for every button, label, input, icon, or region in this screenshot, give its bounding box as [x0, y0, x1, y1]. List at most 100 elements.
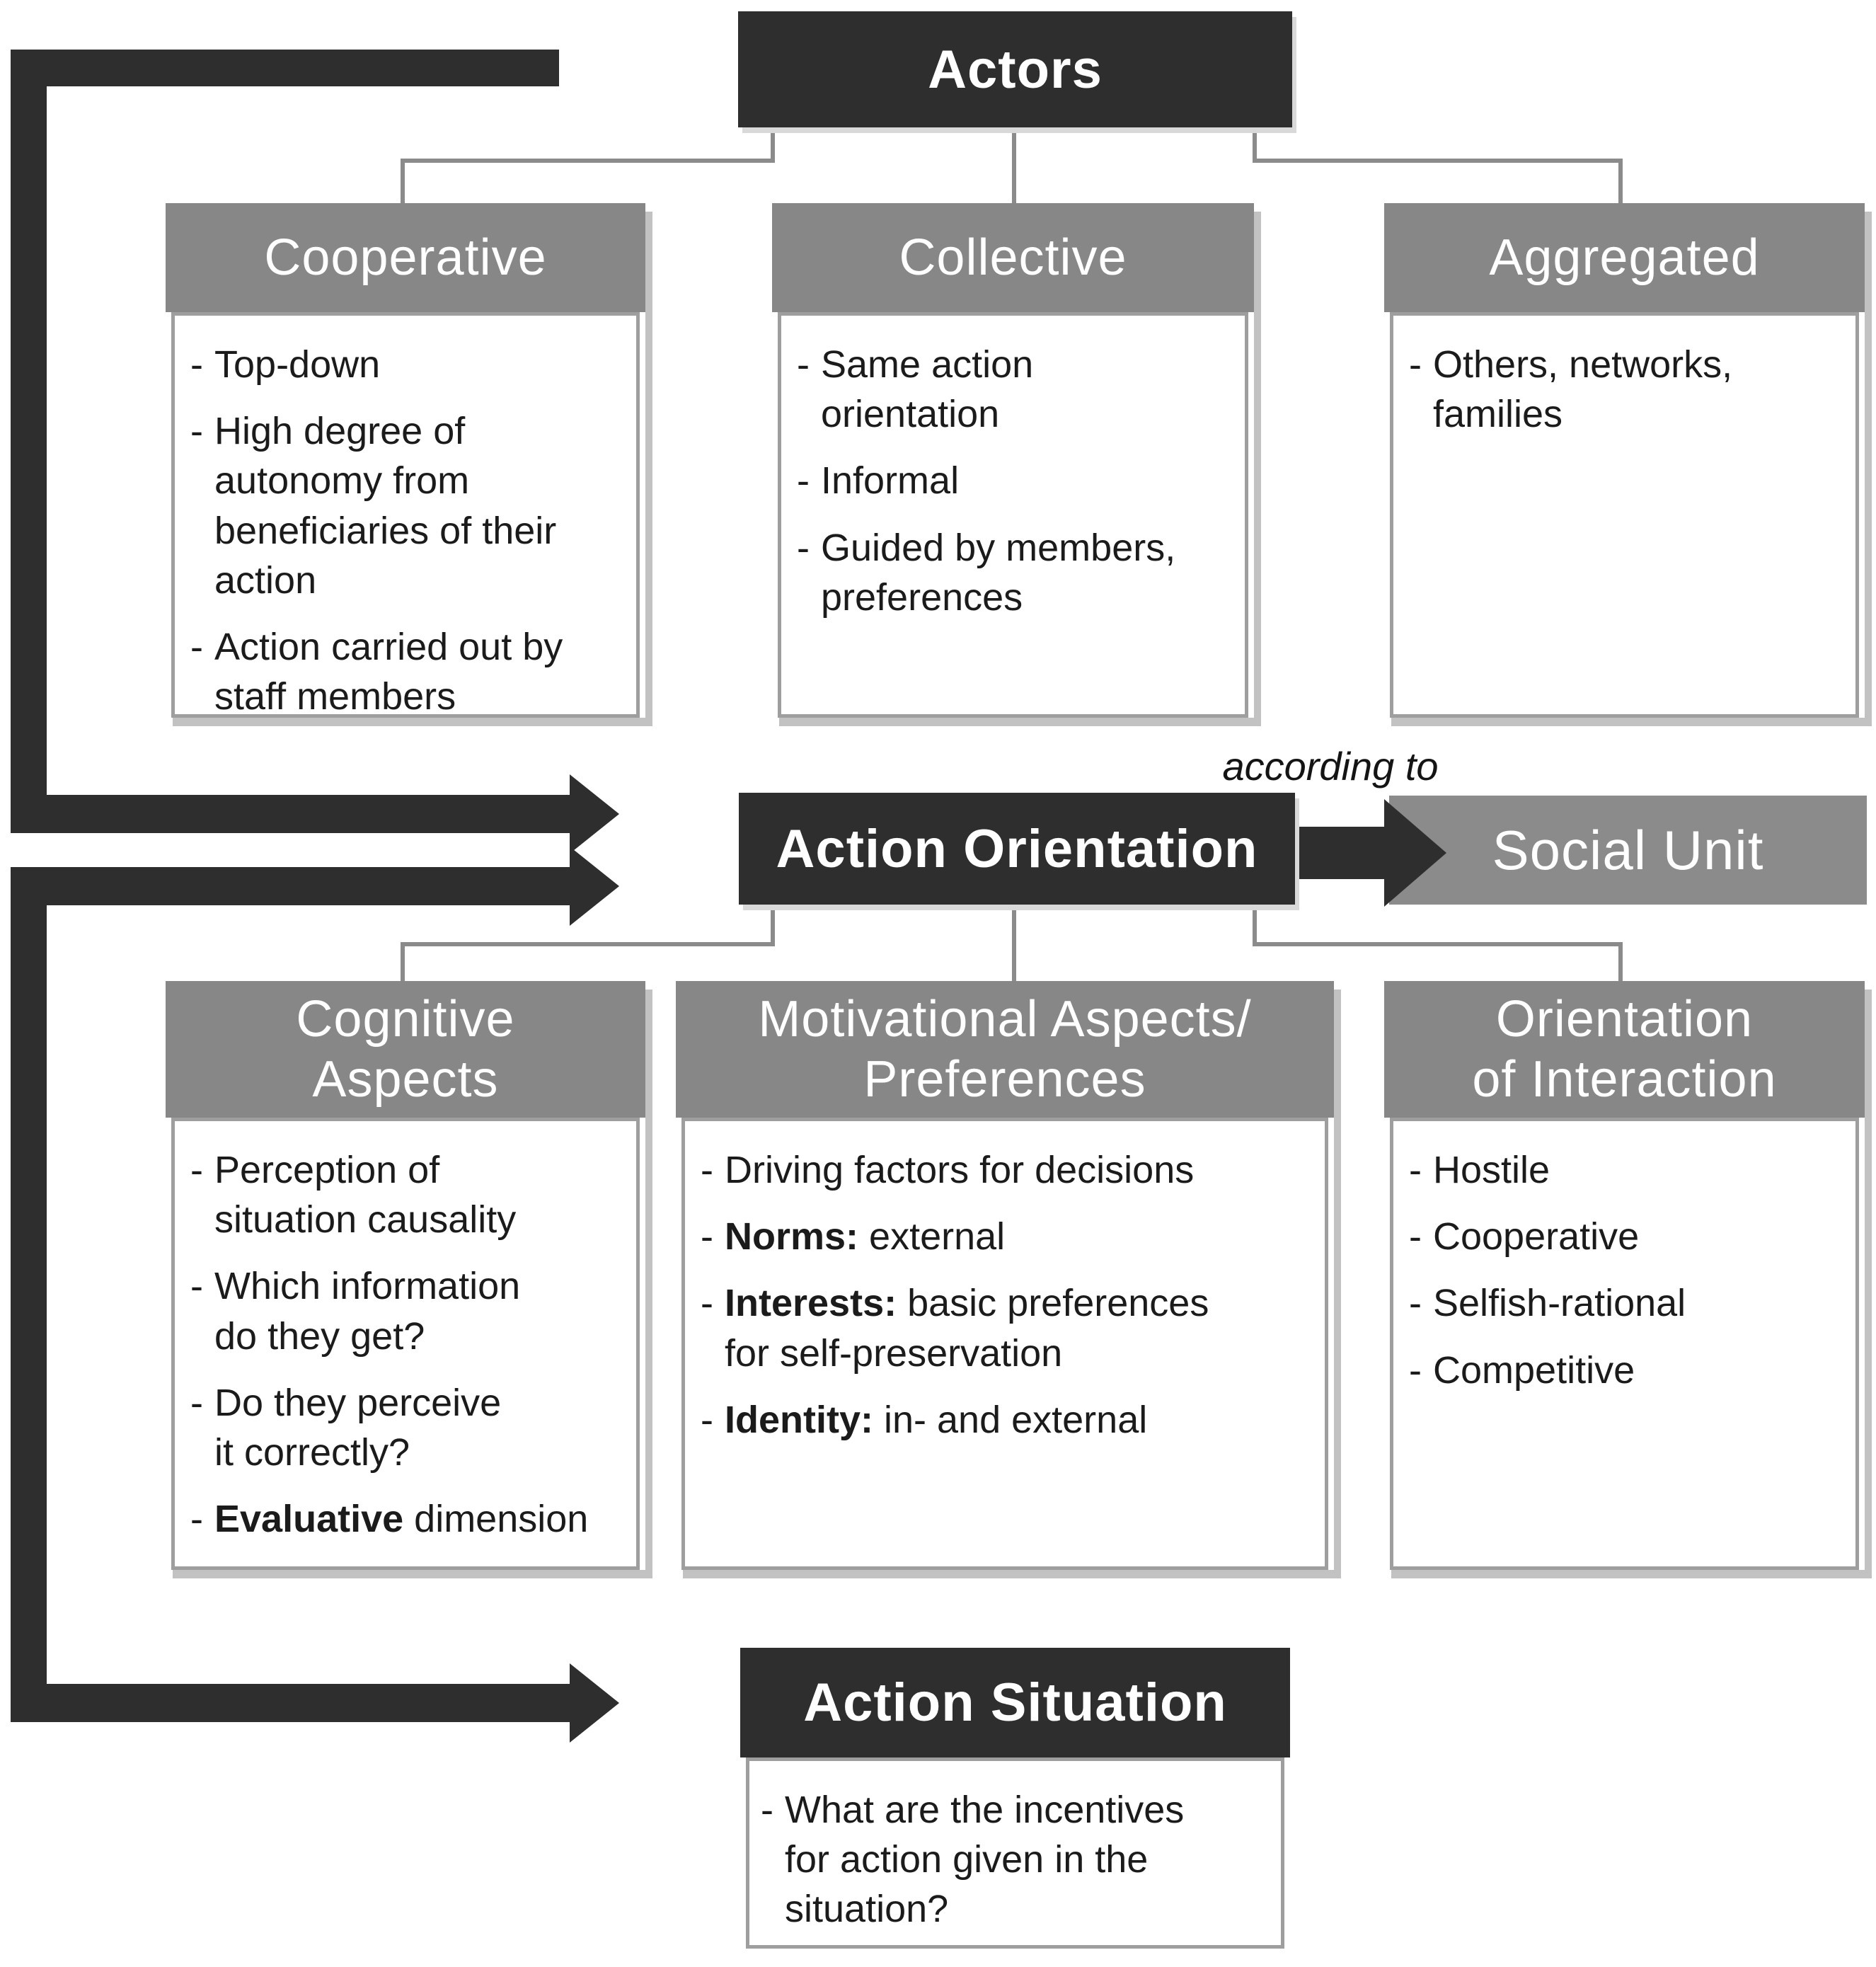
bullet-marker: -	[797, 343, 810, 386]
node-action-orientation: Action Orientation	[739, 793, 1295, 905]
node-cooperative: Cooperative -Top-down-High degree of aut…	[166, 203, 645, 718]
bullet-marker: -	[797, 526, 810, 569]
connector-orientation-stub-right	[1253, 905, 1257, 944]
node-cognitive-aspects: Cognitive Aspects -Perception of situati…	[166, 981, 645, 1570]
node-collective-body: -Same action orientation-Informal-Guided…	[778, 312, 1248, 718]
node-cooperative-title: Cooperative	[166, 203, 645, 312]
bullet-item: -Informal	[797, 456, 1231, 505]
arrow-actors-top-bar	[11, 50, 559, 86]
bullet-text: Interests: basic preferences for self-pr…	[725, 1282, 1209, 1375]
bullet-marker: -	[701, 1215, 713, 1258]
bullet-item: -Norms: external	[701, 1212, 1311, 1261]
node-cognitive-aspects-title: Cognitive Aspects	[166, 981, 645, 1118]
bullet-marker: -	[1409, 1348, 1422, 1392]
node-motivational-aspects-title: Motivational Aspects/ Preferences	[676, 981, 1334, 1118]
bullet-marker: -	[190, 625, 203, 668]
arrow-orientation-arrowhead-icon	[570, 847, 619, 926]
bullet-item: -Identity: in- and external	[701, 1395, 1311, 1445]
bullet-text: Perception of situation causality	[214, 1149, 517, 1241]
node-action-situation-title: Action Situation	[740, 1648, 1290, 1757]
bullet-text: Selfish-rational	[1433, 1282, 1686, 1325]
bullet-item: -Evaluative dimension	[190, 1494, 622, 1544]
bullet-marker: -	[190, 1381, 203, 1424]
node-orientation-of-interaction-title: Orientation of Interaction	[1384, 981, 1865, 1118]
bullet-text: Cooperative	[1433, 1215, 1640, 1258]
arrow-situation-shaft	[11, 1684, 570, 1722]
connector-orientation-drop-right	[1618, 942, 1623, 981]
bullet-item: -Selfish-rational	[1409, 1278, 1841, 1328]
node-orientation-of-interaction: Orientation of Interaction -Hostile-Coop…	[1384, 981, 1865, 1570]
arrow-orientation-to-social-unit-shaft	[1295, 827, 1386, 879]
bullet-text: Top-down	[214, 343, 381, 386]
bullet-text: Evaluative dimension	[214, 1498, 589, 1541]
node-actors: Actors	[738, 11, 1292, 127]
bullet-marker: -	[1409, 1282, 1422, 1325]
bullet-marker: -	[190, 1149, 203, 1191]
connector-actors-center	[1012, 127, 1016, 203]
node-collective-title: Collective	[772, 203, 1254, 312]
bullet-marker: -	[701, 1398, 713, 1441]
bullet-text: Action carried out by staff members	[214, 625, 563, 718]
bullet-text: Identity: in- and external	[725, 1398, 1148, 1441]
bullet-text: Same action orientation	[821, 343, 1034, 436]
bullet-text: Norms: external	[725, 1215, 1006, 1258]
node-actors-title: Actors	[928, 39, 1103, 100]
bullet-item: -Competitive	[1409, 1346, 1841, 1395]
bullet-marker: -	[701, 1149, 713, 1191]
arrow-actors-arrowhead-icon	[570, 774, 619, 854]
node-motivational-aspects-body: -Driving factors for decisions-Norms: ex…	[681, 1118, 1328, 1570]
bullet-text: Driving factors for decisions	[725, 1149, 1195, 1191]
arrow-actors-shaft	[11, 795, 570, 833]
connector-actors-stub-left	[771, 127, 775, 163]
arrow-orientation-shaft	[11, 867, 570, 905]
bullet-marker: -	[190, 1498, 203, 1541]
node-motivational-aspects: Motivational Aspects/ Preferences -Drivi…	[676, 981, 1334, 1570]
connector-orientation-center	[1012, 905, 1016, 981]
bullet-item: -What are the incentives for action give…	[761, 1785, 1268, 1934]
bullet-marker: -	[701, 1282, 713, 1325]
bullet-marker: -	[797, 459, 810, 503]
connector-actors-drop-right	[1618, 159, 1623, 203]
bullet-text: Which information do they get?	[214, 1265, 521, 1358]
bullet-item: -High degree of autonomy from beneficiar…	[190, 406, 622, 605]
bullet-text: Guided by members, preferences	[821, 526, 1176, 619]
bullet-marker: -	[761, 1789, 773, 1831]
connector-actors-horizontal-right	[1253, 159, 1623, 163]
node-cognitive-aspects-body: -Perception of situation causality-Which…	[171, 1118, 640, 1570]
bullet-marker: -	[1409, 1149, 1422, 1191]
node-action-situation: Action Situation -What are the incentive…	[740, 1648, 1290, 1949]
connector-orientation-drop-left	[401, 942, 405, 981]
connector-orientation-horizontal-left	[401, 942, 775, 946]
node-collective: Collective -Same action orientation-Info…	[772, 203, 1254, 718]
bullet-item: -Others, networks, families	[1409, 340, 1841, 439]
node-orientation-of-interaction-body: -Hostile-Cooperative-Selfish-rational-Co…	[1390, 1118, 1859, 1570]
bullet-item: -Cooperative	[1409, 1212, 1841, 1261]
bullet-text: Hostile	[1433, 1149, 1550, 1191]
bullet-item: -Hostile	[1409, 1145, 1841, 1195]
bullet-item: -Interests: basic preferences for self-p…	[701, 1278, 1311, 1377]
node-cooperative-body: -Top-down-High degree of autonomy from b…	[171, 312, 640, 718]
bullet-item: -Which information do they get?	[190, 1261, 622, 1360]
node-social-unit: Social Unit	[1389, 796, 1867, 905]
bullet-text: Competitive	[1433, 1348, 1635, 1392]
connector-orientation-stub-left	[771, 905, 775, 944]
bullet-text: Informal	[821, 459, 960, 503]
connector-actors-drop-left	[401, 159, 405, 203]
arrow-orientation-to-social-unit-arrowhead-icon	[1384, 799, 1446, 907]
bullet-item: -Top-down	[190, 340, 622, 389]
bullet-text: Others, networks, families	[1433, 343, 1733, 436]
node-action-orientation-title: Action Orientation	[776, 818, 1258, 879]
bullet-marker: -	[190, 1265, 203, 1308]
bullet-item: -Guided by members, preferences	[797, 523, 1231, 622]
arrow-situation-left-rail	[11, 867, 47, 1722]
connector-orientation-horizontal-right	[1253, 942, 1623, 946]
node-aggregated: Aggregated -Others, networks, families	[1384, 203, 1865, 718]
bullet-marker: -	[190, 343, 203, 386]
node-aggregated-title: Aggregated	[1384, 203, 1865, 312]
bullet-text: High degree of autonomy from beneficiari…	[214, 410, 557, 602]
bullet-text: Do they perceive it correctly?	[214, 1381, 502, 1474]
bullet-marker: -	[1409, 343, 1422, 386]
connector-actors-stub-right	[1253, 127, 1257, 163]
node-aggregated-body: -Others, networks, families	[1390, 312, 1859, 718]
